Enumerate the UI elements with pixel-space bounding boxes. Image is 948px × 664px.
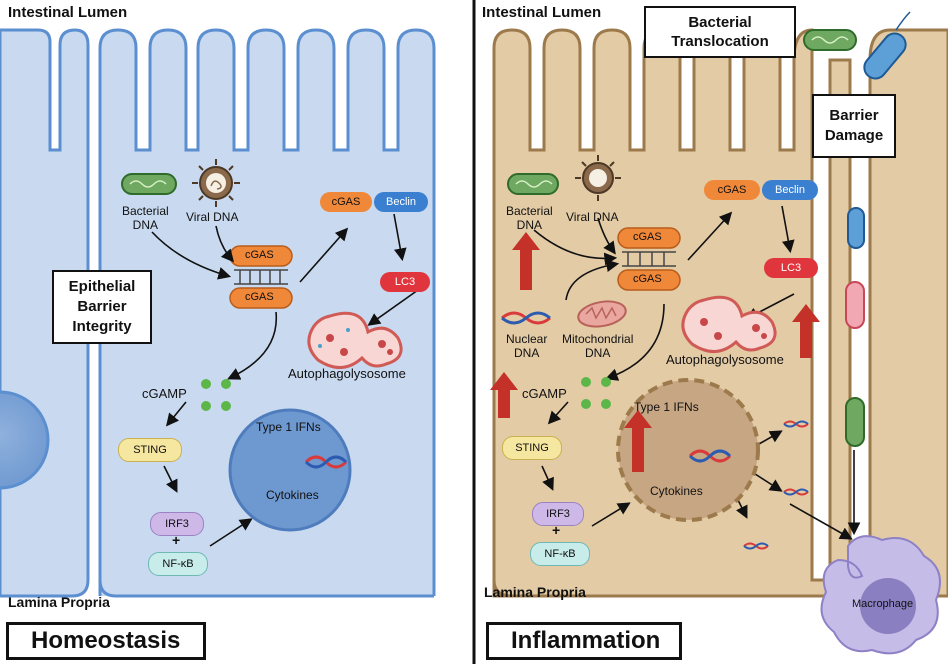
right-nfkb-pill: NF-κB: [530, 542, 590, 566]
right-beclin-pill: Beclin: [762, 180, 818, 200]
right-nucleus: [616, 378, 760, 522]
right-type1-ifns-label: Type 1 IFNs: [634, 400, 699, 414]
left-plus-sign: +: [172, 532, 181, 548]
right-cytokines-label: Cytokines: [650, 484, 703, 498]
released-dna-fragments: [743, 420, 809, 550]
right-plus-sign: +: [552, 522, 561, 538]
left-sting-pill: STING: [118, 438, 182, 462]
right-irf3-pill: IRF3: [532, 502, 584, 526]
left-cgamp-dots: [201, 379, 231, 411]
right-epithelium: [492, 28, 948, 598]
left-cgas-bottom-label: cGAS: [245, 291, 274, 303]
right-lc3-pill: LC3: [764, 258, 818, 278]
inflammation-footer: Inflammation: [486, 622, 682, 660]
left-viral-dna-label: Viral DNA: [186, 210, 239, 224]
left-lumen-label: Intestinal Lumen: [8, 4, 128, 21]
right-lamina-label: Lamina Propria: [484, 584, 586, 600]
left-epithelium: [0, 28, 436, 598]
left-bacterial-dna-label: Bacterial DNA: [122, 204, 169, 232]
left-irf3-pill: IRF3: [150, 512, 204, 536]
right-viral-dna-label: Viral DNA: [566, 210, 619, 224]
mito-dna-line-2: DNA: [585, 346, 611, 360]
damage-line-2: Damage: [824, 127, 884, 144]
mitochondrion-icon: [577, 300, 627, 328]
left-bacterium: [121, 173, 177, 195]
right-cgas-top-label: cGAS: [633, 231, 662, 243]
nuclear-dna-line-2: DNA: [514, 346, 540, 360]
integrity-line-1: Epithelial: [68, 278, 136, 295]
right-cgamp-dots: [581, 377, 611, 409]
left-arrows: [151, 213, 419, 547]
translocation-line-1: Bacterial: [688, 14, 752, 31]
left-type1-ifns-label: Type 1 IFNs: [256, 420, 321, 434]
macrophage-label: Macrophage: [852, 598, 914, 610]
left-virus: [192, 159, 240, 207]
left-lamina-label: Lamina Propria: [8, 594, 110, 610]
integrity-line-2: Barrier: [77, 298, 127, 315]
macrophage-cell: [820, 535, 941, 655]
damage-line-1: Barrier: [829, 107, 879, 124]
right-bacterium: [507, 173, 559, 195]
bacterial-translocation-box: Bacterial Translocation: [644, 6, 796, 58]
barrier-damage-box: Barrier Damage: [812, 94, 896, 158]
integrity-line-3: Integrity: [72, 318, 132, 335]
translocation-line-2: Translocation: [671, 33, 769, 50]
right-bacterium-top: [803, 11, 911, 80]
left-beclin-pill: Beclin: [374, 192, 428, 212]
left-bacterial-dna-line-2: DNA: [132, 218, 159, 232]
left-autophagolysosome: [307, 311, 403, 369]
upregulation-arrows: [490, 232, 820, 472]
right-cgamp-label: cGAMP: [522, 386, 567, 401]
right-sting-pill: STING: [502, 436, 562, 460]
right-cgas-bottom-label: cGAS: [633, 273, 662, 285]
left-cgamp-label: cGAMP: [142, 386, 187, 401]
right-bacterial-dna-line-2: DNA: [516, 218, 543, 232]
mitochondrial-dna-label: Mitochondrial DNA: [562, 332, 633, 360]
right-bacterial-dna-line-1: Bacterial: [506, 204, 553, 218]
right-autophagolysosome: [681, 295, 777, 353]
left-lc3-pill: LC3: [380, 272, 430, 292]
nuclear-dna-line-1: Nuclear: [506, 332, 548, 346]
left-cgas-top-label: cGAS: [245, 249, 274, 261]
right-cgas-dimer: [617, 227, 681, 291]
right-lumen-label: Intestinal Lumen: [482, 4, 602, 21]
right-bacterial-dna-label: Bacterial DNA: [506, 204, 553, 232]
nuclear-dna-label: Nuclear DNA: [506, 332, 547, 360]
epithelial-integrity-box: Epithelial Barrier Integrity: [52, 270, 152, 344]
right-virus: [575, 155, 621, 201]
left-cytokines-label: Cytokines: [266, 488, 319, 502]
right-bacteria-channel: [845, 207, 865, 447]
left-bacterial-dna-line-1: Bacterial: [122, 204, 169, 218]
homeostasis-footer: Homeostasis: [6, 622, 206, 660]
left-nucleus: [228, 408, 352, 532]
left-cgas-dimer: [229, 245, 293, 309]
left-autophagolysosome-label: Autophagolysosome: [288, 366, 406, 381]
right-autophagolysosome-label: Autophagolysosome: [666, 352, 784, 367]
mito-dna-line-1: Mitochondrial: [562, 332, 634, 346]
left-nfkb-pill: NF-κB: [148, 552, 208, 576]
nuclear-dna-icon: [501, 311, 551, 325]
left-cgas-pill: cGAS: [320, 192, 372, 212]
right-cgas-pill: cGAS: [704, 180, 760, 200]
